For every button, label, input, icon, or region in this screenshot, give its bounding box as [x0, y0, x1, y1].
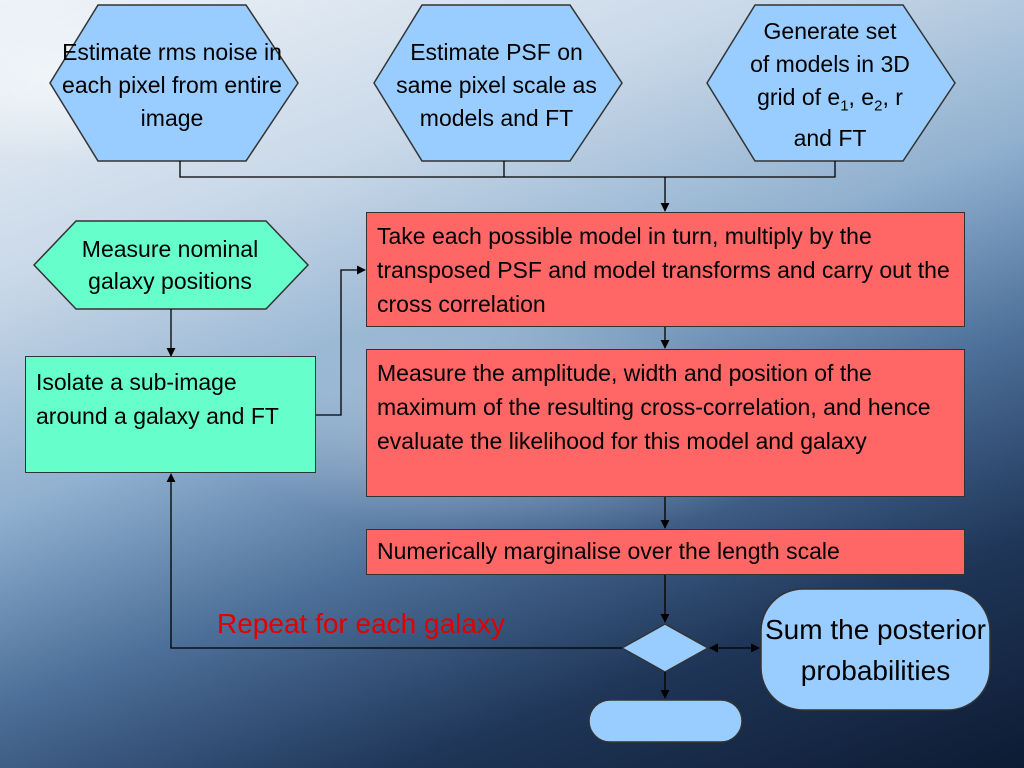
connector-top-bus: [179, 161, 836, 178]
measure-positions-text: Measure nominal galaxy positions: [81, 236, 259, 294]
hexagon-measure-positions: [32, 220, 310, 310]
hexagon-estimate-rms: [49, 4, 299, 162]
estimate-psf-text: Estimate PSF on same pixel scale as mode…: [396, 38, 597, 131]
isolate-subimage-box: Isolate a sub-image around a galaxy and …: [25, 356, 316, 473]
loop-label: Repeat for each galaxy: [217, 608, 505, 639]
hexagon-generate-models: [706, 4, 956, 162]
hexagon-estimate-psf: [373, 4, 623, 162]
arrow-loop-back: [166, 473, 622, 649]
generate-models-text: Generate set of models in 3D grid of e1,…: [750, 17, 910, 152]
arrow-isolate-to-cross: [316, 265, 366, 416]
measure-amplitude-box: Measure the amplitude, width and positio…: [366, 349, 965, 497]
estimate-rms-text: Estimate rms noise in each pixel from en…: [62, 38, 282, 131]
decision-diamond: [620, 623, 710, 673]
sum-posterior-shape: [760, 588, 991, 711]
marginalise-box: Numerically marginalise over the length …: [366, 529, 965, 575]
terminal-shape: [588, 699, 743, 743]
sum-posterior-text: Sum the posterior probabilities: [765, 613, 986, 686]
cross-correlation-box: Take each possible model in turn, multip…: [366, 212, 965, 327]
